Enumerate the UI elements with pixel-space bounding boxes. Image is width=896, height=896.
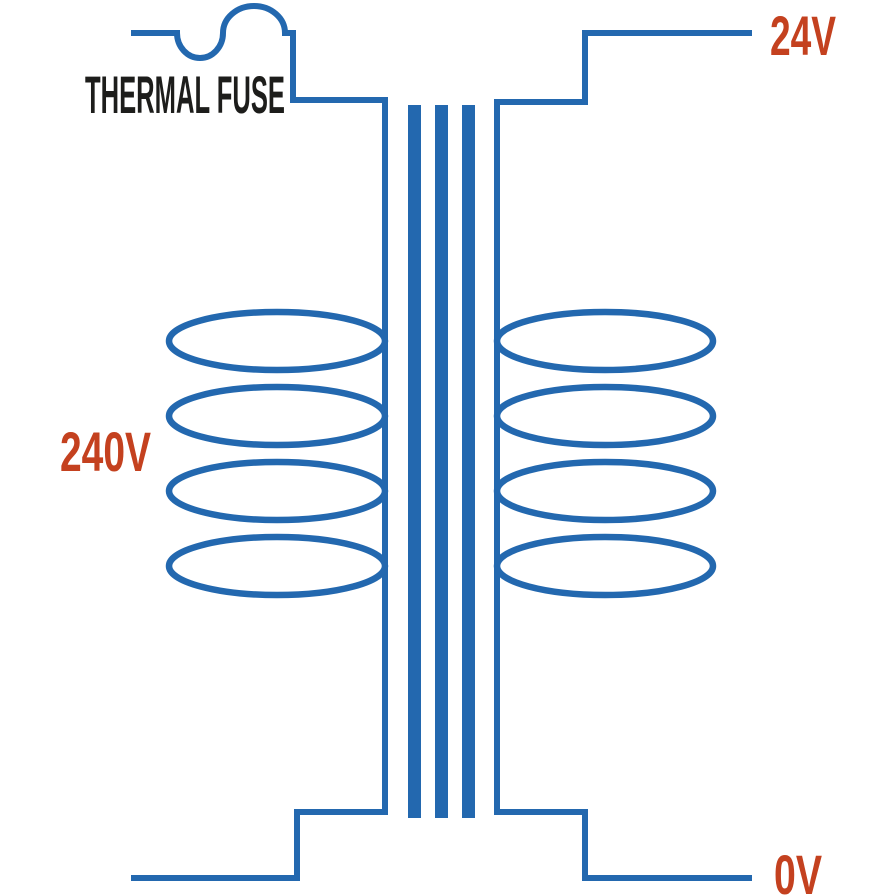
secondary-winding <box>493 308 717 599</box>
primary-winding-turn-3 <box>165 458 389 524</box>
primary-terminal-label: 240V <box>60 420 151 483</box>
secondary-winding-turn-3 <box>493 458 717 524</box>
core-lamination-bar-1 <box>408 105 421 818</box>
primary-wire-with-thermal-fuse <box>131 3 388 881</box>
thermal-fuse-label: THERMAL FUSE <box>85 66 285 125</box>
core-lamination-bar-3 <box>462 105 475 818</box>
core-lamination-bar-2 <box>435 105 448 818</box>
primary-winding-turn-4 <box>165 533 389 599</box>
primary-winding <box>165 308 389 599</box>
secondary-winding-turn-4 <box>493 533 717 599</box>
secondary-winding-turn-2 <box>493 383 717 449</box>
secondary-bottom-terminal-label: 0V <box>774 843 822 896</box>
primary-winding-turn-1 <box>165 308 389 374</box>
secondary-wire <box>494 30 752 881</box>
secondary-top-terminal-label: 24V <box>770 4 836 67</box>
transformer-core <box>408 105 475 818</box>
primary-winding-turn-2 <box>165 383 389 449</box>
secondary-winding-turn-1 <box>493 308 717 374</box>
